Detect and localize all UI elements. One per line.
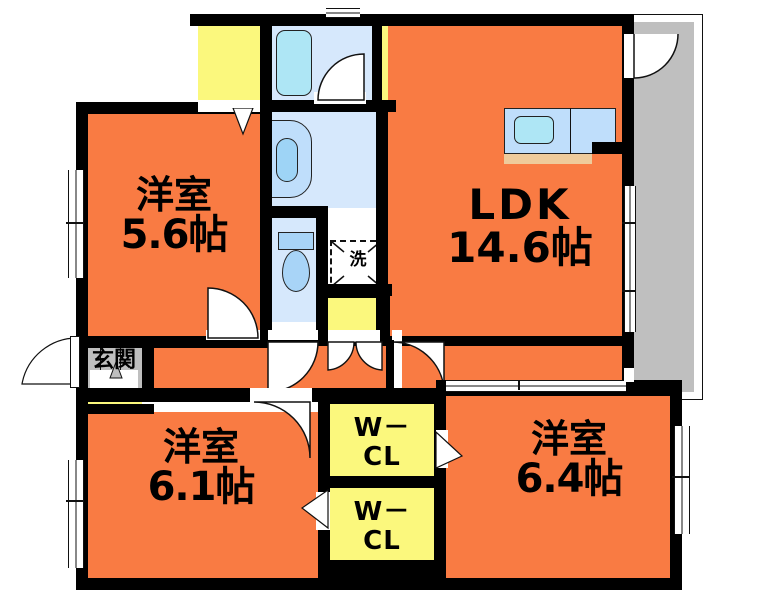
bedroom-6-4-sliding-door-divider xyxy=(518,380,520,390)
door-ldk-hallway-opening[interactable] xyxy=(392,330,402,388)
kitchen-sink-icon xyxy=(514,116,554,144)
balcony-outer-edge xyxy=(702,14,703,400)
bedroom-top-left-label: 洋室 5.6帖 xyxy=(94,176,254,256)
wall-bedroom-6-4-corner xyxy=(436,380,446,398)
closet-wcl-upper-line1: W－ xyxy=(353,413,411,443)
wall-entrance-right xyxy=(142,340,154,388)
wall-wcl-right xyxy=(434,396,446,580)
entrance-door-swing xyxy=(109,362,123,379)
bedroom-bottom-left-floor xyxy=(84,412,320,580)
bedroom-6-4-sliding-door[interactable] xyxy=(446,380,626,392)
door-toilet-opening[interactable] xyxy=(268,330,318,340)
window-bedroom-5-6 xyxy=(68,170,84,278)
balcony-bottom-gap xyxy=(624,368,634,382)
door-balcony-swing-arc xyxy=(633,33,679,79)
bedroom-top-left-size: 5.6帖 xyxy=(120,211,229,258)
wall-toilet-right xyxy=(316,206,328,340)
toilet-bowl-icon xyxy=(282,250,310,292)
window-ldk-balcony-upper-rail xyxy=(622,222,636,224)
window-bedroom-6-1 xyxy=(68,460,84,568)
ldk-size: 14.6帖 xyxy=(447,222,593,272)
bedroom-bottom-right-size: 6.4帖 xyxy=(515,455,624,502)
front-door-swing-arc[interactable] xyxy=(18,336,80,386)
window-ldk-balcony-lower xyxy=(624,256,636,332)
balcony-top-edge xyxy=(632,14,703,15)
entrance-step xyxy=(90,370,138,388)
wall-wcl-top xyxy=(328,396,438,404)
wall-wcl-bottom xyxy=(328,560,438,580)
washer-diag-anchor xyxy=(331,241,332,242)
closet-wcl-lower-line2: CL xyxy=(363,526,401,557)
bedroom-bottom-left-label: 洋室 6.1帖 xyxy=(106,428,296,508)
wall-wet-right-upper xyxy=(372,14,382,106)
window-ldk-balcony-lower-rail xyxy=(622,290,636,292)
window-bedroom-5-6-rail xyxy=(66,222,84,224)
closet-wcl-upper-label: W－ CL xyxy=(330,413,434,473)
entrance-label: 玄関 xyxy=(91,348,136,373)
window-bathroom xyxy=(326,8,360,18)
kitchen-counter-front xyxy=(504,154,592,164)
wall-bedroom-left-wcl xyxy=(318,400,330,580)
bedroom-top-left-name: 洋室 xyxy=(135,173,212,217)
front-door-leaf[interactable] xyxy=(70,336,80,388)
closet-wcl-lower-line1: W－ xyxy=(353,497,411,527)
washer-diagonal-marks xyxy=(331,241,381,287)
closet-wcl-lower-label: W－ CL xyxy=(330,497,434,557)
ldk-floor xyxy=(388,24,624,340)
balcony-rail-gap xyxy=(694,14,703,400)
wall-wcl-divider xyxy=(328,476,438,488)
ldk-label: LDK 14.6帖 xyxy=(420,180,620,272)
wall-wet-right-mid xyxy=(376,110,388,208)
wall-kitchen-back xyxy=(592,142,634,154)
wall-bottom xyxy=(76,578,682,590)
window-bedroom-6-4-rail xyxy=(672,476,690,478)
wall-hallway-top-right xyxy=(260,336,634,346)
window-bedroom-6-4 xyxy=(674,426,690,534)
washer-label: 洗 xyxy=(349,250,367,270)
bedroom-bottom-right-floor xyxy=(444,396,676,580)
closet-small-hallway-opening[interactable] xyxy=(328,330,380,342)
closet-wcl-upper-door-marker xyxy=(435,430,464,469)
door-bedroom-6-1-swing-arc xyxy=(253,401,311,459)
closet-small-hallway-door-marker xyxy=(327,341,383,371)
bathtub-icon xyxy=(276,30,312,96)
bedroom-bottom-left-size: 6.1帖 xyxy=(147,463,256,510)
door-balcony-opening xyxy=(624,34,634,78)
closet-wcl-upper-line2: CL xyxy=(363,442,401,473)
balcony-area xyxy=(632,22,694,392)
wall-bedroom-56-bottom xyxy=(248,330,272,340)
entrance-divider-2 xyxy=(120,344,121,370)
toilet-tank-icon xyxy=(278,232,314,250)
wall-washroom-toilet xyxy=(260,206,328,218)
door-bedroom-6-1-opening[interactable] xyxy=(250,388,312,402)
vanity-sink-icon xyxy=(276,138,298,182)
door-bathroom-swing-arc[interactable] xyxy=(316,52,366,102)
door-ldk-hallway-jamb xyxy=(386,340,394,390)
entrance-divider-1 xyxy=(100,344,101,370)
wall-small-closet-right xyxy=(380,288,390,340)
ldk-name: LDK xyxy=(468,180,572,229)
kitchen-counter-divider xyxy=(570,108,571,154)
closet-wcl-lower-door-marker xyxy=(300,488,329,530)
closet-wcl-lower xyxy=(328,488,436,560)
closet-wcl-upper xyxy=(328,404,436,476)
wall-small-closet-top xyxy=(324,288,388,298)
door-toilet-swing-arc xyxy=(267,341,319,393)
bedroom-bottom-right-label: 洋室 6.4帖 xyxy=(474,420,664,500)
wall-between-bedroom-and-wet xyxy=(260,14,272,340)
wall-ldk-top-left-corner xyxy=(382,14,392,26)
closet-top-left xyxy=(198,24,260,102)
bedroom-bottom-left-name: 洋室 xyxy=(162,425,239,469)
door-bedroom-5-6-swing-arc xyxy=(207,287,259,339)
bedroom-bottom-right-name: 洋室 xyxy=(530,417,607,461)
wall-entrance-bottom xyxy=(76,404,154,414)
closet-top-left-door-marker xyxy=(232,108,254,136)
window-bedroom-6-1-rail xyxy=(66,500,84,502)
wall-top-upper xyxy=(190,14,634,26)
window-ldk-balcony-upper xyxy=(624,186,636,256)
